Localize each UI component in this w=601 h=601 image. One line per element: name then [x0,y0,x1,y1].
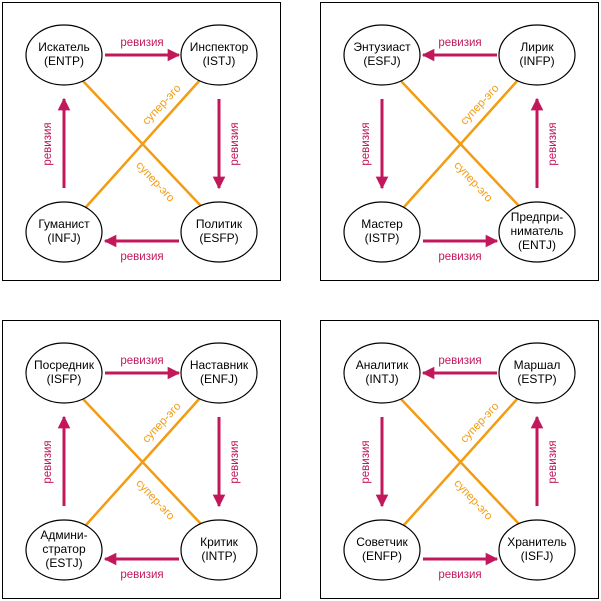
type-node-tl: Посредник(ISFP) [25,342,103,404]
revision-label: ревизия [438,251,481,263]
type-node-br: Предпри-ниматель(ENTJ) [498,201,576,263]
type-node-tl: Аналитик(INTJ) [343,342,421,404]
superego-label: супер-эго [451,159,494,204]
revision-label: ревизия [438,569,481,581]
superego-label: супер-эго [133,159,176,204]
superego-label: супер-эго [133,477,176,522]
node-type-name: Энтузиаст [353,40,411,54]
node-type-name: Админи- [40,528,87,542]
node-type-code: (ISFP) [47,372,82,386]
superego-line-anti [403,79,519,208]
revision-label: ревизия [360,122,372,165]
type-node-br: Критик(INTP) [180,519,258,581]
revision-label: ревизия [229,440,241,483]
node-type-code: (INTP) [201,549,236,563]
node-type-code: (ENTP) [44,54,84,68]
type-node-tr: Инспектор(ISTJ) [180,24,258,86]
node-ellipse [25,24,103,86]
node-ellipse [498,201,576,263]
type-node-tl: Искатель(ENTP) [25,24,103,86]
superego-label: супер-эго [451,477,494,522]
revision-label: ревизия [120,251,163,263]
node-ellipse [343,342,421,404]
revision-label: ревизия [42,122,54,165]
superego-line-anti [85,397,201,526]
node-type-name: Политик [196,217,243,231]
type-node-tr: Наставник(ENFJ) [180,342,258,404]
node-ellipse [180,342,258,404]
node-type-code: (ENFP) [362,549,402,563]
node-type-code: (ISFJ) [521,549,554,563]
node-type-name: Советчик [356,535,408,549]
type-node-tr: Лирик(INFP) [498,24,576,86]
revision-label: ревизия [547,122,559,165]
panel-border [320,2,599,281]
type-node-tl: Энтузиаст(ESFJ) [343,24,421,86]
node-type-name: Аналитик [356,358,409,372]
revision-label: ревизия [120,37,163,49]
revision-label: ревизия [229,122,241,165]
node-ellipse [498,519,576,581]
node-type-name: Посредник [34,358,95,372]
node-type-name: Гуманист [38,217,90,231]
panel-quadra-4: супер-эгосупер-эгоревизияревизияревизияр… [320,320,599,599]
superego-line-anti [403,397,519,526]
panel-border [320,320,599,599]
type-node-tr: Маршал(ESTP) [498,342,576,404]
panel-quadra-1: супер-эгосупер-эгоревизияревизияревизияр… [2,2,281,281]
node-ellipse [180,519,258,581]
type-node-bl: Админи-стратор(ESTJ) [25,519,103,581]
node-type-code: (INTJ) [365,372,398,386]
node-type-code: (INFP) [519,54,554,68]
revision-label: ревизия [120,355,163,367]
node-type-name: Лирик [520,40,554,54]
node-ellipse [25,519,103,581]
revision-label: ревизия [42,440,54,483]
panel-border [2,320,281,599]
node-type-code: (ISTJ) [203,54,236,68]
node-type-code: (ENTJ) [518,238,556,252]
node-type-name: Искатель [38,40,89,54]
type-node-br: Хранитель(ISFJ) [498,519,576,581]
panel-quadra-3: супер-эгосупер-эгоревизияревизияревизияр… [2,320,281,599]
node-type-name: Предпри- [511,210,564,224]
type-node-bl: Мастер(ISTP) [343,201,421,263]
node-ellipse [343,519,421,581]
node-type-code: (ENFJ) [200,372,238,386]
node-type-name: Мастер [361,217,403,231]
revision-label: ревизия [120,569,163,581]
revision-label: ревизия [438,355,481,367]
node-type-name: Критик [200,535,239,549]
type-node-br: Политик(ESFP) [180,201,258,263]
node-ellipse [180,24,258,86]
node-type-code: (ESFP) [199,231,238,245]
node-type-code: (ESTP) [517,372,556,386]
node-type-name: Маршал [514,358,561,372]
node-ellipse [180,201,258,263]
revision-label: ревизия [360,440,372,483]
node-ellipse [343,24,421,86]
revision-label: ревизия [438,37,481,49]
panel-border [2,2,281,281]
node-type-code: (INFJ) [47,231,80,245]
node-ellipse [25,342,103,404]
type-node-bl: Советчик(ENFP) [343,519,421,581]
node-ellipse [498,342,576,404]
superego-line-anti [85,79,201,208]
node-type-code: (ESFJ) [363,54,400,68]
node-type-name: ниматель [511,224,564,238]
panel-quadra-2: супер-эгосупер-эгоревизияревизияревизияр… [320,2,599,281]
node-type-code: (ISTP) [365,231,400,245]
node-ellipse [343,201,421,263]
node-type-name: Хранитель [507,535,567,549]
node-ellipse [25,201,103,263]
node-type-name: Инспектор [190,40,249,54]
node-type-name: стратор [42,542,86,556]
node-type-name: Наставник [190,358,249,372]
revision-label: ревизия [547,440,559,483]
node-ellipse [498,24,576,86]
type-node-bl: Гуманист(INFJ) [25,201,103,263]
node-type-code: (ESTJ) [45,556,82,570]
